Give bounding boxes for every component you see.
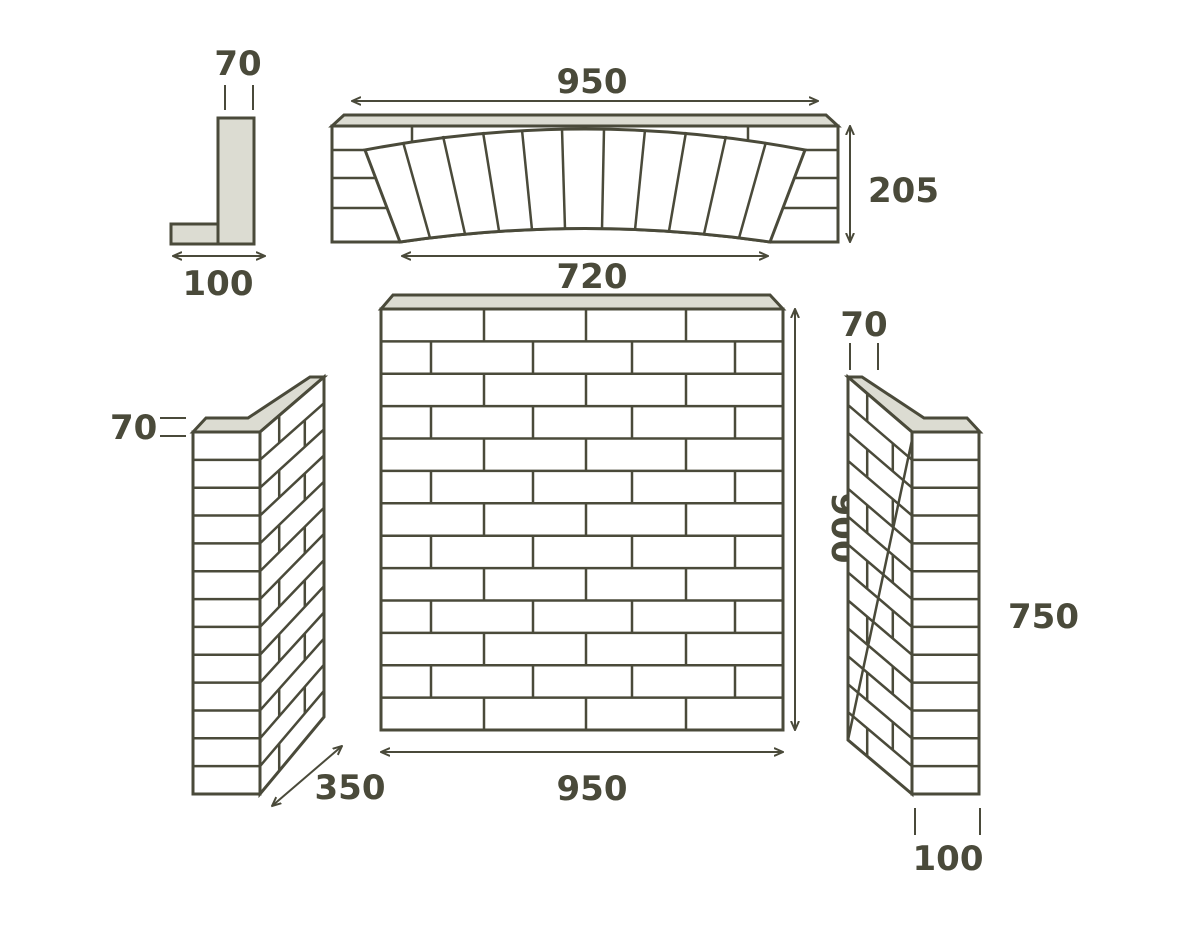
right-pillar-width-label: 100 <box>913 839 984 879</box>
brick-course-line <box>259 454 325 517</box>
back-wall-body <box>379 307 785 732</box>
left-pillar-cap-label: 70 <box>110 408 157 448</box>
brick-course-line <box>847 599 913 656</box>
brick-course-line <box>259 428 325 489</box>
brick-course-line <box>259 611 325 684</box>
brick-course-line <box>259 533 325 600</box>
right-pillar-front <box>910 430 981 796</box>
brick-course-line <box>259 506 325 573</box>
arch-cap <box>328 113 842 128</box>
arch-opening-label: 720 <box>557 257 628 297</box>
right-pillar-diagonal <box>846 439 914 741</box>
brick-course-line <box>847 655 913 712</box>
arch-width-label: 950 <box>557 62 628 102</box>
arch-dim-lines <box>352 101 850 256</box>
back-wall-cap <box>377 293 787 311</box>
left-pillar-side <box>258 373 326 799</box>
back-wall <box>377 293 787 732</box>
profile-foot <box>169 222 220 246</box>
brick-course-line <box>259 480 325 545</box>
brick-course-line <box>847 487 913 545</box>
side-profile <box>169 116 256 246</box>
brick-course-line <box>259 402 325 461</box>
brick-course-line <box>259 637 325 712</box>
arch-height-label: 205 <box>868 171 939 211</box>
brick-course-line <box>259 663 325 740</box>
profile-upright <box>216 116 256 246</box>
arch-lintel <box>328 113 842 244</box>
right-pillar-dim-lines <box>849 343 981 835</box>
profile-depth-label: 100 <box>183 264 254 304</box>
brick-course-line <box>847 543 913 601</box>
profile-thickness-label: 70 <box>214 44 261 84</box>
brick-course-line <box>847 431 913 489</box>
brick-course-line <box>259 585 325 656</box>
brick-course-line <box>259 559 325 628</box>
right-pillar-height-label: 750 <box>1008 597 1079 637</box>
profile-dim-lines <box>173 85 265 256</box>
brick-course-line <box>847 711 913 768</box>
brick-course-line <box>847 403 913 461</box>
back-wall-width-label: 950 <box>557 769 628 809</box>
right-pillar-thickness-label: 70 <box>840 305 887 345</box>
brick-course-line <box>847 571 913 628</box>
left-pillar-depth-label: 350 <box>315 768 386 808</box>
left-pillar <box>189 373 329 799</box>
right-pillar <box>843 373 984 798</box>
back-wall-dim-lines <box>381 309 795 752</box>
brick-course-line <box>847 459 913 517</box>
brick-course-line <box>847 515 913 573</box>
left-pillar-dim-lines <box>160 417 342 806</box>
brick-course-line <box>847 627 913 684</box>
left-pillar-front <box>191 430 262 796</box>
